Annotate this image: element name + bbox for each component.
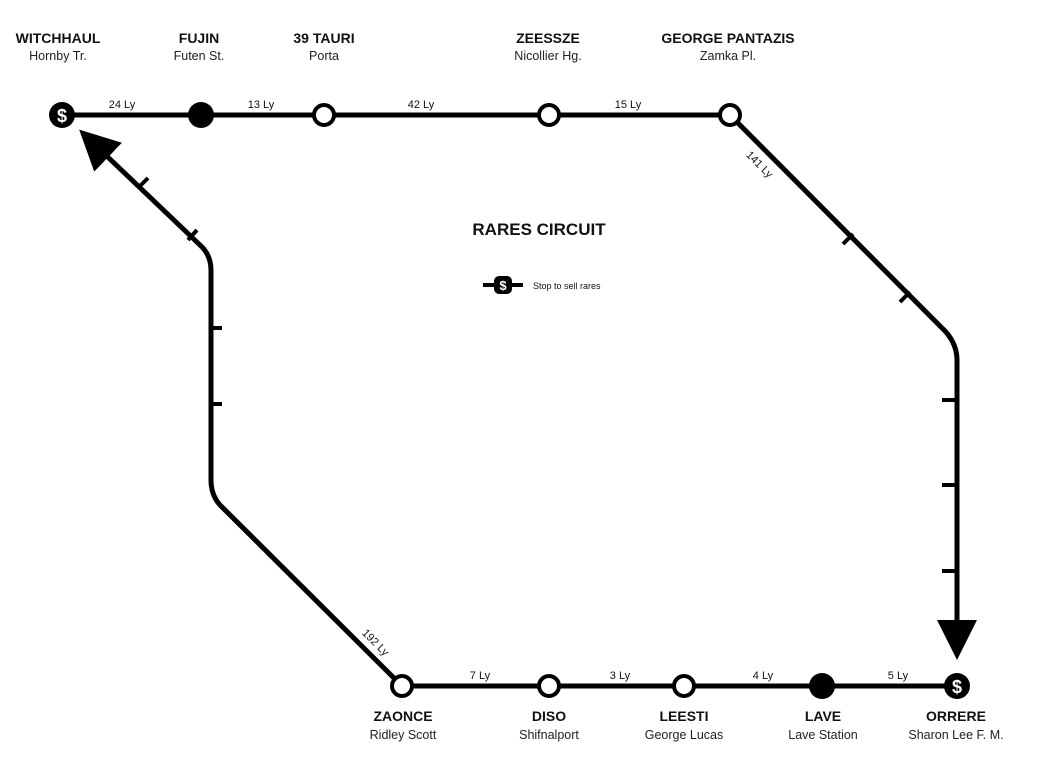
station-name: 39 TAURI: [293, 30, 354, 46]
station-markers: $ $: [49, 102, 970, 699]
station-name: ORRERE: [926, 708, 986, 724]
station-witchhaul-marker: $: [49, 102, 75, 128]
station-subtitle: Futen St.: [174, 49, 225, 63]
station-subtitle: Hornby Tr.: [29, 49, 87, 63]
station-subtitle: Nicollier Hg.: [514, 49, 581, 63]
station-diso-marker: [537, 674, 561, 698]
distance-labels: 24 Ly 13 Ly 42 Ly 15 Ly 141 Ly 5 Ly 4 Ly…: [109, 99, 909, 682]
station-zeessze-marker: [537, 103, 561, 127]
station-subtitle: Shifnalport: [519, 728, 579, 742]
station-name: ZEESSZE: [516, 30, 580, 46]
svg-text:$: $: [499, 278, 507, 293]
legend-text: Stop to sell rares: [533, 281, 601, 291]
station-george-pantazis-marker: [718, 103, 742, 127]
station-fujin-marker: [188, 102, 214, 128]
station-zaonce-marker: [390, 674, 414, 698]
dollar-icon: $: [494, 276, 512, 294]
distance-label: 24 Ly: [109, 99, 136, 111]
station-subtitle: Ridley Scott: [370, 728, 437, 742]
station-labels: WITCHHAUL Hornby Tr. FUJIN Futen St. 39 …: [16, 30, 1004, 742]
distance-label: 13 Ly: [248, 99, 275, 111]
map-title: RARES CIRCUIT: [472, 220, 606, 239]
distance-label: 15 Ly: [615, 99, 642, 111]
tick: [136, 176, 150, 190]
station-39-tauri-marker: [312, 103, 336, 127]
tick: [186, 228, 199, 242]
station-name: ZAONCE: [373, 708, 432, 724]
station-leesti-marker: [672, 674, 696, 698]
station-subtitle: George Lucas: [645, 728, 724, 742]
tick: [841, 232, 855, 246]
legend: $ Stop to sell rares: [483, 276, 601, 294]
route-lines: [59, 112, 977, 689]
station-subtitle: Zamka Pl.: [700, 49, 756, 63]
svg-text:$: $: [57, 106, 67, 126]
station-name: LEESTI: [659, 708, 708, 724]
distance-label: 7 Ly: [470, 670, 491, 682]
station-name: LAVE: [805, 708, 841, 724]
route-ticks: [136, 176, 957, 573]
route-east: [727, 112, 977, 660]
station-orrere-marker: $: [944, 673, 970, 699]
station-subtitle: Lave Station: [788, 728, 858, 742]
distance-label: 5 Ly: [888, 670, 909, 682]
distance-label: 42 Ly: [408, 99, 435, 111]
distance-label: 192 Ly: [359, 627, 391, 659]
station-subtitle: Sharon Lee F. M.: [908, 728, 1003, 742]
distance-label: 4 Ly: [753, 670, 774, 682]
distance-label: 3 Ly: [610, 670, 631, 682]
route-west: [79, 129, 405, 689]
svg-text:$: $: [952, 677, 962, 697]
station-name: FUJIN: [179, 30, 219, 46]
tick: [898, 290, 912, 304]
station-name: GEORGE PANTAZIS: [661, 30, 794, 46]
station-subtitle: Porta: [309, 49, 339, 63]
station-name: DISO: [532, 708, 566, 724]
station-lave-marker: [809, 673, 835, 699]
station-name: WITCHHAUL: [16, 30, 101, 46]
